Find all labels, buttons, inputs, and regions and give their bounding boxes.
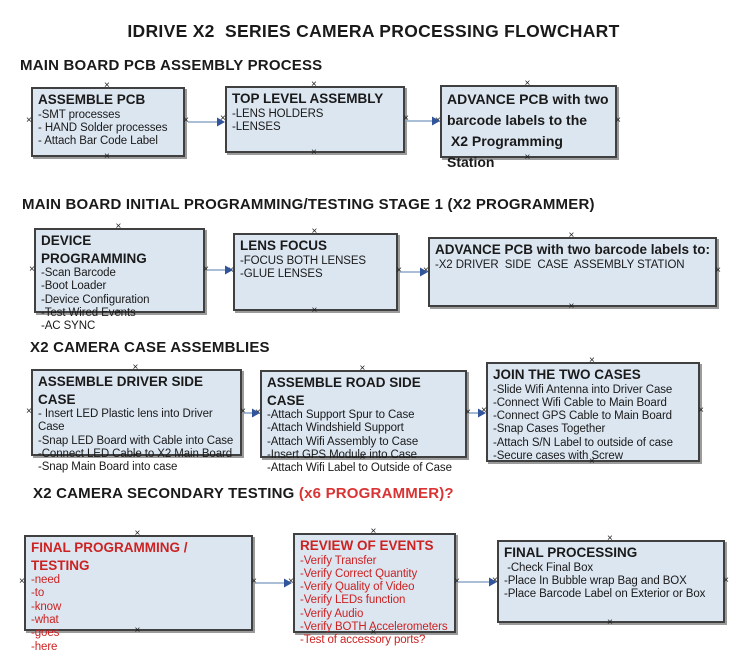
connector-handle: × — [370, 526, 377, 537]
connector-handle: × — [524, 78, 531, 89]
flow-box-top-level-assembly[interactable]: TOP LEVEL ASSEMBLY -LENS HOLDERS -LENSES… — [220, 80, 409, 158]
box-title: DEVICE PROGRAMMING — [41, 233, 147, 266]
flow-box-device-programming[interactable]: DEVICE PROGRAMMING -Scan Barcode -Boot L… — [29, 222, 209, 333]
connector-handle: × — [723, 574, 729, 586]
box-title: ASSEMBLE ROAD SIDE CASE — [267, 375, 425, 408]
flow-arrow-driverside-to-roadside[interactable] — [244, 408, 260, 418]
box-title: ADVANCE PCB with two barcode labels to: — [435, 242, 711, 257]
connector-handle: × — [115, 221, 122, 232]
box-body: -FOCUS BOTH LENSES -GLUE LENSES — [240, 254, 366, 280]
connector-handle: × — [104, 151, 110, 162]
box-title: ADVANCE PCB with two barcode labels to t… — [447, 91, 609, 170]
flow-arrow-finalprog-to-review[interactable] — [255, 578, 292, 588]
box-title: FINAL PROCESSING — [504, 545, 638, 560]
box-title: TOP LEVEL ASSEMBLY — [232, 91, 384, 106]
section-heading-case-assemblies: X2 CAMERA CASE ASSEMBLIES — [30, 339, 270, 356]
connector-handle: × — [568, 230, 575, 241]
connector-handle: × — [104, 80, 110, 91]
connector-handle: × — [359, 363, 366, 374]
connector-handle: × — [607, 533, 613, 544]
flow-box-lens-focus[interactable]: LENS FOCUS -FOCUS BOTH LENSES -GLUE LENS… — [228, 227, 402, 316]
connector-handle: × — [396, 265, 402, 276]
box-body: -LENS HOLDERS -LENSES — [232, 107, 324, 133]
section-heading-pcb-assembly: MAIN BOARD PCB ASSEMBLY PROCESS — [20, 57, 323, 74]
connector-handle: × — [492, 574, 498, 586]
box-body: -Check Final Box -Place In Bubble wrap B… — [504, 561, 706, 601]
flow-box-review-of-events[interactable]: REVIEW OF EVENTS -Verify Transfer -Verif… — [288, 527, 460, 647]
flow-box-assemble-pcb[interactable]: ASSEMBLE PCB -SMT processes - HAND Solde… — [26, 81, 189, 162]
box-title: FINAL PROGRAMMING / TESTING — [31, 540, 192, 573]
connector-handle: × — [183, 115, 189, 126]
box-body: -X2 DRIVER SIDE CASE ASSEMBLY STATION — [435, 258, 685, 271]
connector-handle: × — [403, 112, 409, 124]
connector-handle: × — [251, 576, 257, 587]
connector-handle: × — [26, 115, 32, 126]
flow-box-final-processing[interactable]: FINAL PROCESSING -Check Final Box -Place… — [492, 534, 729, 628]
connector-handle: × — [589, 355, 595, 366]
flow-box-assemble-road-side-case[interactable]: ASSEMBLE ROAD SIDE CASE -Attach Support … — [255, 364, 471, 475]
box-title: ASSEMBLE PCB — [38, 92, 146, 107]
connector-handle: × — [311, 305, 318, 316]
flow-box-advance-pcb-programming-station[interactable]: ADVANCE PCB with two barcode labels to t… — [435, 79, 621, 171]
connector-handle: × — [698, 405, 704, 416]
connector-handle: × — [288, 576, 294, 587]
box-body: -Slide Wifi Antenna into Driver Case -Co… — [493, 383, 673, 463]
flow-arrow-device-to-lensfocus[interactable] — [207, 265, 233, 275]
connector-handle: × — [228, 265, 234, 276]
connector-handle: × — [134, 528, 141, 539]
flow-box-join-the-two-cases[interactable]: JOIN THE TWO CASES -Slide Wifi Antenna i… — [481, 356, 704, 467]
box-body: -Scan Barcode -Boot Loader -Device Confi… — [41, 267, 150, 333]
connector-handle: × — [132, 362, 139, 373]
connector-handle: × — [255, 407, 261, 418]
connector-handle: × — [19, 576, 25, 587]
flow-arrow-review-to-finalprocessing[interactable] — [458, 577, 497, 587]
flow-arrow-toplevel-to-advance[interactable] — [406, 116, 440, 126]
page-title: IDRIVE X2 SERIES CAMERA PROCESSING FLOWC… — [127, 21, 620, 41]
connector-handle: × — [311, 226, 318, 237]
connector-handle: × — [568, 301, 575, 312]
box-body: -Verify Transfer -Verify Correct Quantit… — [300, 554, 448, 647]
connector-handle: × — [240, 405, 246, 417]
connector-handle: × — [311, 79, 317, 90]
section-heading-secondary-testing-red: (x6 PROGRAMMER)? — [298, 485, 454, 502]
connector-handle: × — [615, 114, 621, 126]
box-body: -SMT processes - HAND Solder processes -… — [38, 108, 168, 148]
section-heading-initial-programming: MAIN BOARD INITIAL PROGRAMMING/TESTING S… — [22, 196, 595, 213]
connector-handle: × — [435, 114, 441, 126]
section-heading-secondary-testing: X2 CAMERA SECONDARY TESTING (x6 PROGRAMM… — [33, 485, 454, 502]
connector-handle: × — [481, 405, 487, 416]
flow-arrow-assemble-to-toplevel[interactable] — [188, 117, 225, 127]
flow-arrow-lensfocus-to-advance[interactable] — [400, 267, 428, 277]
box-title: JOIN THE TWO CASES — [493, 367, 641, 382]
connector-handle: × — [454, 576, 460, 587]
flow-box-advance-pcb-driver-side-station[interactable]: ADVANCE PCB with two barcode labels to: … — [423, 231, 721, 312]
flow-arrow-roadside-to-join[interactable] — [469, 408, 486, 418]
connector-handle: × — [203, 263, 209, 275]
box-title: LENS FOCUS — [240, 238, 328, 253]
box-title: ASSEMBLE DRIVER SIDE CASE — [38, 374, 207, 407]
connector-handle: × — [29, 263, 35, 275]
connector-handle: × — [465, 407, 471, 418]
connector-handle: × — [715, 265, 721, 276]
box-body: - Insert LED Plastic lens into Driver Ca… — [38, 408, 234, 474]
connector-handle: × — [26, 405, 32, 417]
connector-handle: × — [607, 617, 613, 628]
section-heading-secondary-testing-black: X2 CAMERA SECONDARY TESTING — [33, 485, 299, 502]
connector-handle: × — [311, 147, 317, 158]
flow-box-final-programming-testing[interactable]: FINAL PROGRAMMING / TESTING -need -to -k… — [19, 529, 257, 653]
box-title: REVIEW OF EVENTS — [300, 538, 434, 553]
connector-handle: × — [423, 265, 429, 276]
box-body: -Attach Support Spur to Case -Attach Win… — [267, 409, 452, 475]
flow-box-assemble-driver-side-case[interactable]: ASSEMBLE DRIVER SIDE CASE - Insert LED P… — [26, 363, 246, 474]
box-body: -need -to -know -what -goes -here — [31, 574, 62, 653]
connector-handle: × — [220, 112, 226, 124]
